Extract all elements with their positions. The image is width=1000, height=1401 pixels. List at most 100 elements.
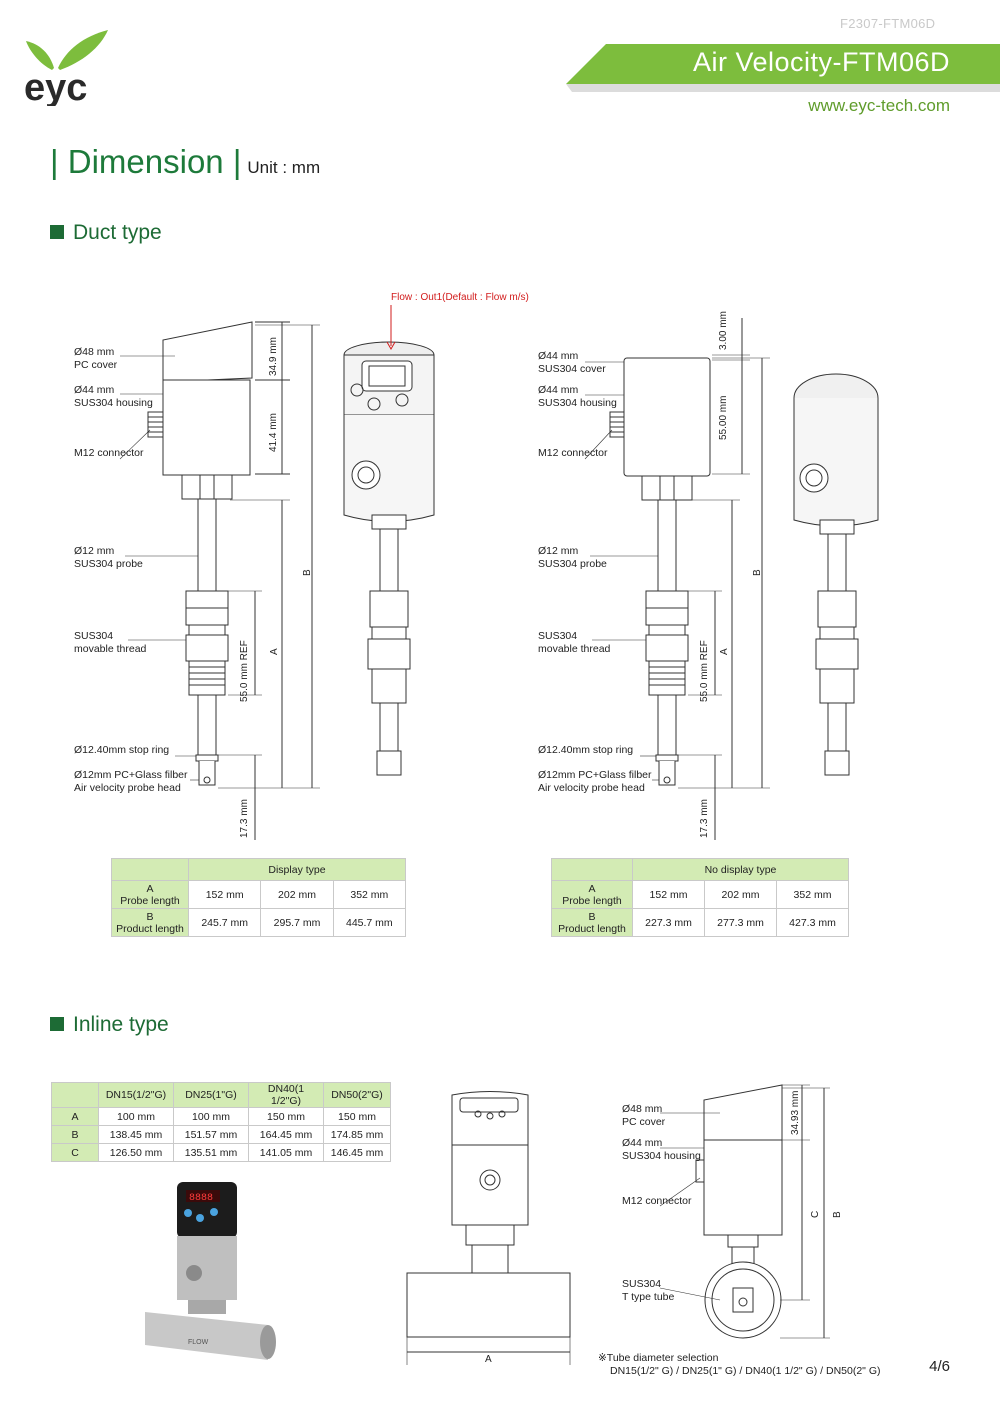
page-title: Air Velocity-FTM06D <box>692 47 950 77</box>
table-cell: 141.05 mm <box>248 1143 324 1162</box>
website-url[interactable]: www.eyc-tech.com <box>808 96 950 115</box>
svg-text:8888: 8888 <box>189 1193 213 1204</box>
table-row: A 100 mm 100 mm 150 mm 150 mm <box>51 1107 391 1126</box>
row-header: B <box>51 1125 99 1144</box>
table-cell: 295.7 mm <box>260 908 334 937</box>
dim-b: B <box>302 569 313 576</box>
row-header: A <box>51 1107 99 1126</box>
nd-dim-top: 3.00 mm <box>718 311 729 350</box>
company-logo: eyc <box>22 26 112 109</box>
section-title-text: Dimension <box>67 143 224 180</box>
title-banner-shadow <box>566 84 1000 92</box>
dim-cover-height: 34.9 mm <box>268 337 279 376</box>
nodisplay-type-perspective-view <box>793 373 879 776</box>
display-type-perspective-view <box>343 341 435 776</box>
inline-type-title: Inline type <box>73 1013 169 1036</box>
table-corner <box>111 858 189 881</box>
inline-front-view <box>406 1091 571 1365</box>
table-cell: 445.7 mm <box>332 908 407 937</box>
inline-product-photo: 8888 FLOW <box>145 1182 276 1360</box>
stop-ring-label: Ø12.40mm stop ring <box>74 744 170 756</box>
flow-output-note: Flow : Out1(Default : Flow m/s) <box>391 292 529 303</box>
column-header: DN15(1/2"G) <box>98 1082 174 1108</box>
table-cell: 152 mm <box>632 880 705 909</box>
table-cell: 150 mm <box>323 1107 391 1126</box>
logo-text: eyc <box>24 67 87 106</box>
dim-housing-height: 41.4 mm <box>268 413 279 452</box>
dim-ref: 55.0 mm REF <box>239 640 250 702</box>
inline-type-heading: Inline type <box>50 1013 169 1037</box>
table-cell: 126.50 mm <box>98 1143 174 1162</box>
tube-diameter-options: DN15(1/2" G) / DN25(1" G) / DN40(1 1/2" … <box>610 1365 881 1377</box>
table-cell: 202 mm <box>260 880 334 909</box>
table-cell: 135.51 mm <box>173 1143 249 1162</box>
table-cell: 100 mm <box>98 1107 174 1126</box>
inline-dim-cover: 34.93 mm <box>790 1090 801 1135</box>
column-header: DN40(1 1/2"G) <box>248 1082 324 1108</box>
inline-dim-a: A <box>485 1354 492 1365</box>
table-cell: 245.7 mm <box>187 908 262 937</box>
page-number: 4/6 <box>929 1358 950 1375</box>
nodisplay-type-side-view <box>584 318 770 840</box>
table-cell: 152 mm <box>187 880 262 909</box>
unit-label: Unit : mm <box>247 158 321 177</box>
section-title: | Dimension |Unit : mm <box>50 143 321 180</box>
duct-type-title: Duct type <box>73 221 162 244</box>
table-header: Display type <box>188 858 406 881</box>
tube-diameter-note: ※Tube diameter selection <box>598 1352 719 1364</box>
duct-type-drawings <box>119 305 879 840</box>
table-header: No display type <box>632 858 849 881</box>
square-bullet-icon <box>50 225 64 239</box>
square-bullet-icon <box>50 1017 64 1031</box>
table-cell: 164.45 mm <box>248 1125 324 1144</box>
nd-dim-ref: 55.0 mm REF <box>699 640 710 702</box>
table-row: B 138.45 mm 151.57 mm 164.45 mm 174.85 m… <box>51 1125 391 1144</box>
dim-tip: 17.3 mm <box>239 799 250 838</box>
table-cell: 146.45 mm <box>323 1143 391 1162</box>
table-row: C 126.50 mm 135.51 mm 141.05 mm 146.45 m… <box>51 1143 391 1162</box>
table-cell: 277.3 mm <box>704 908 777 937</box>
table-corner <box>551 858 633 881</box>
table-cell: 427.3 mm <box>776 908 849 937</box>
nd-dim-tip: 17.3 mm <box>699 799 710 838</box>
nd-dim-housing-height: 55.00 mm <box>718 395 729 440</box>
inline-side-view <box>659 1084 830 1339</box>
inline-spec-table: DN15(1/2"G) DN25(1"G) DN40(1 1/2"G) DN50… <box>51 1082 391 1162</box>
inline-connector-label: M12 connector <box>622 1195 692 1207</box>
duct-type-heading: Duct type <box>50 221 162 245</box>
title-banner <box>566 44 1000 84</box>
nd-dim-b: B <box>752 569 763 576</box>
nd-connector-label: M12 connector <box>538 447 608 459</box>
photo-flow-text: FLOW <box>188 1339 209 1346</box>
connector-label: M12 connector <box>74 447 144 459</box>
inline-dim-b: B <box>832 1211 843 1218</box>
table-cell: 352 mm <box>776 880 849 909</box>
table-cell: 202 mm <box>704 880 777 909</box>
document-code: F2307-FTM06D <box>840 16 936 31</box>
table-cell: 352 mm <box>332 880 407 909</box>
nd-stop-ring-label: Ø12.40mm stop ring <box>538 744 634 756</box>
table-cell: 138.45 mm <box>98 1125 174 1144</box>
